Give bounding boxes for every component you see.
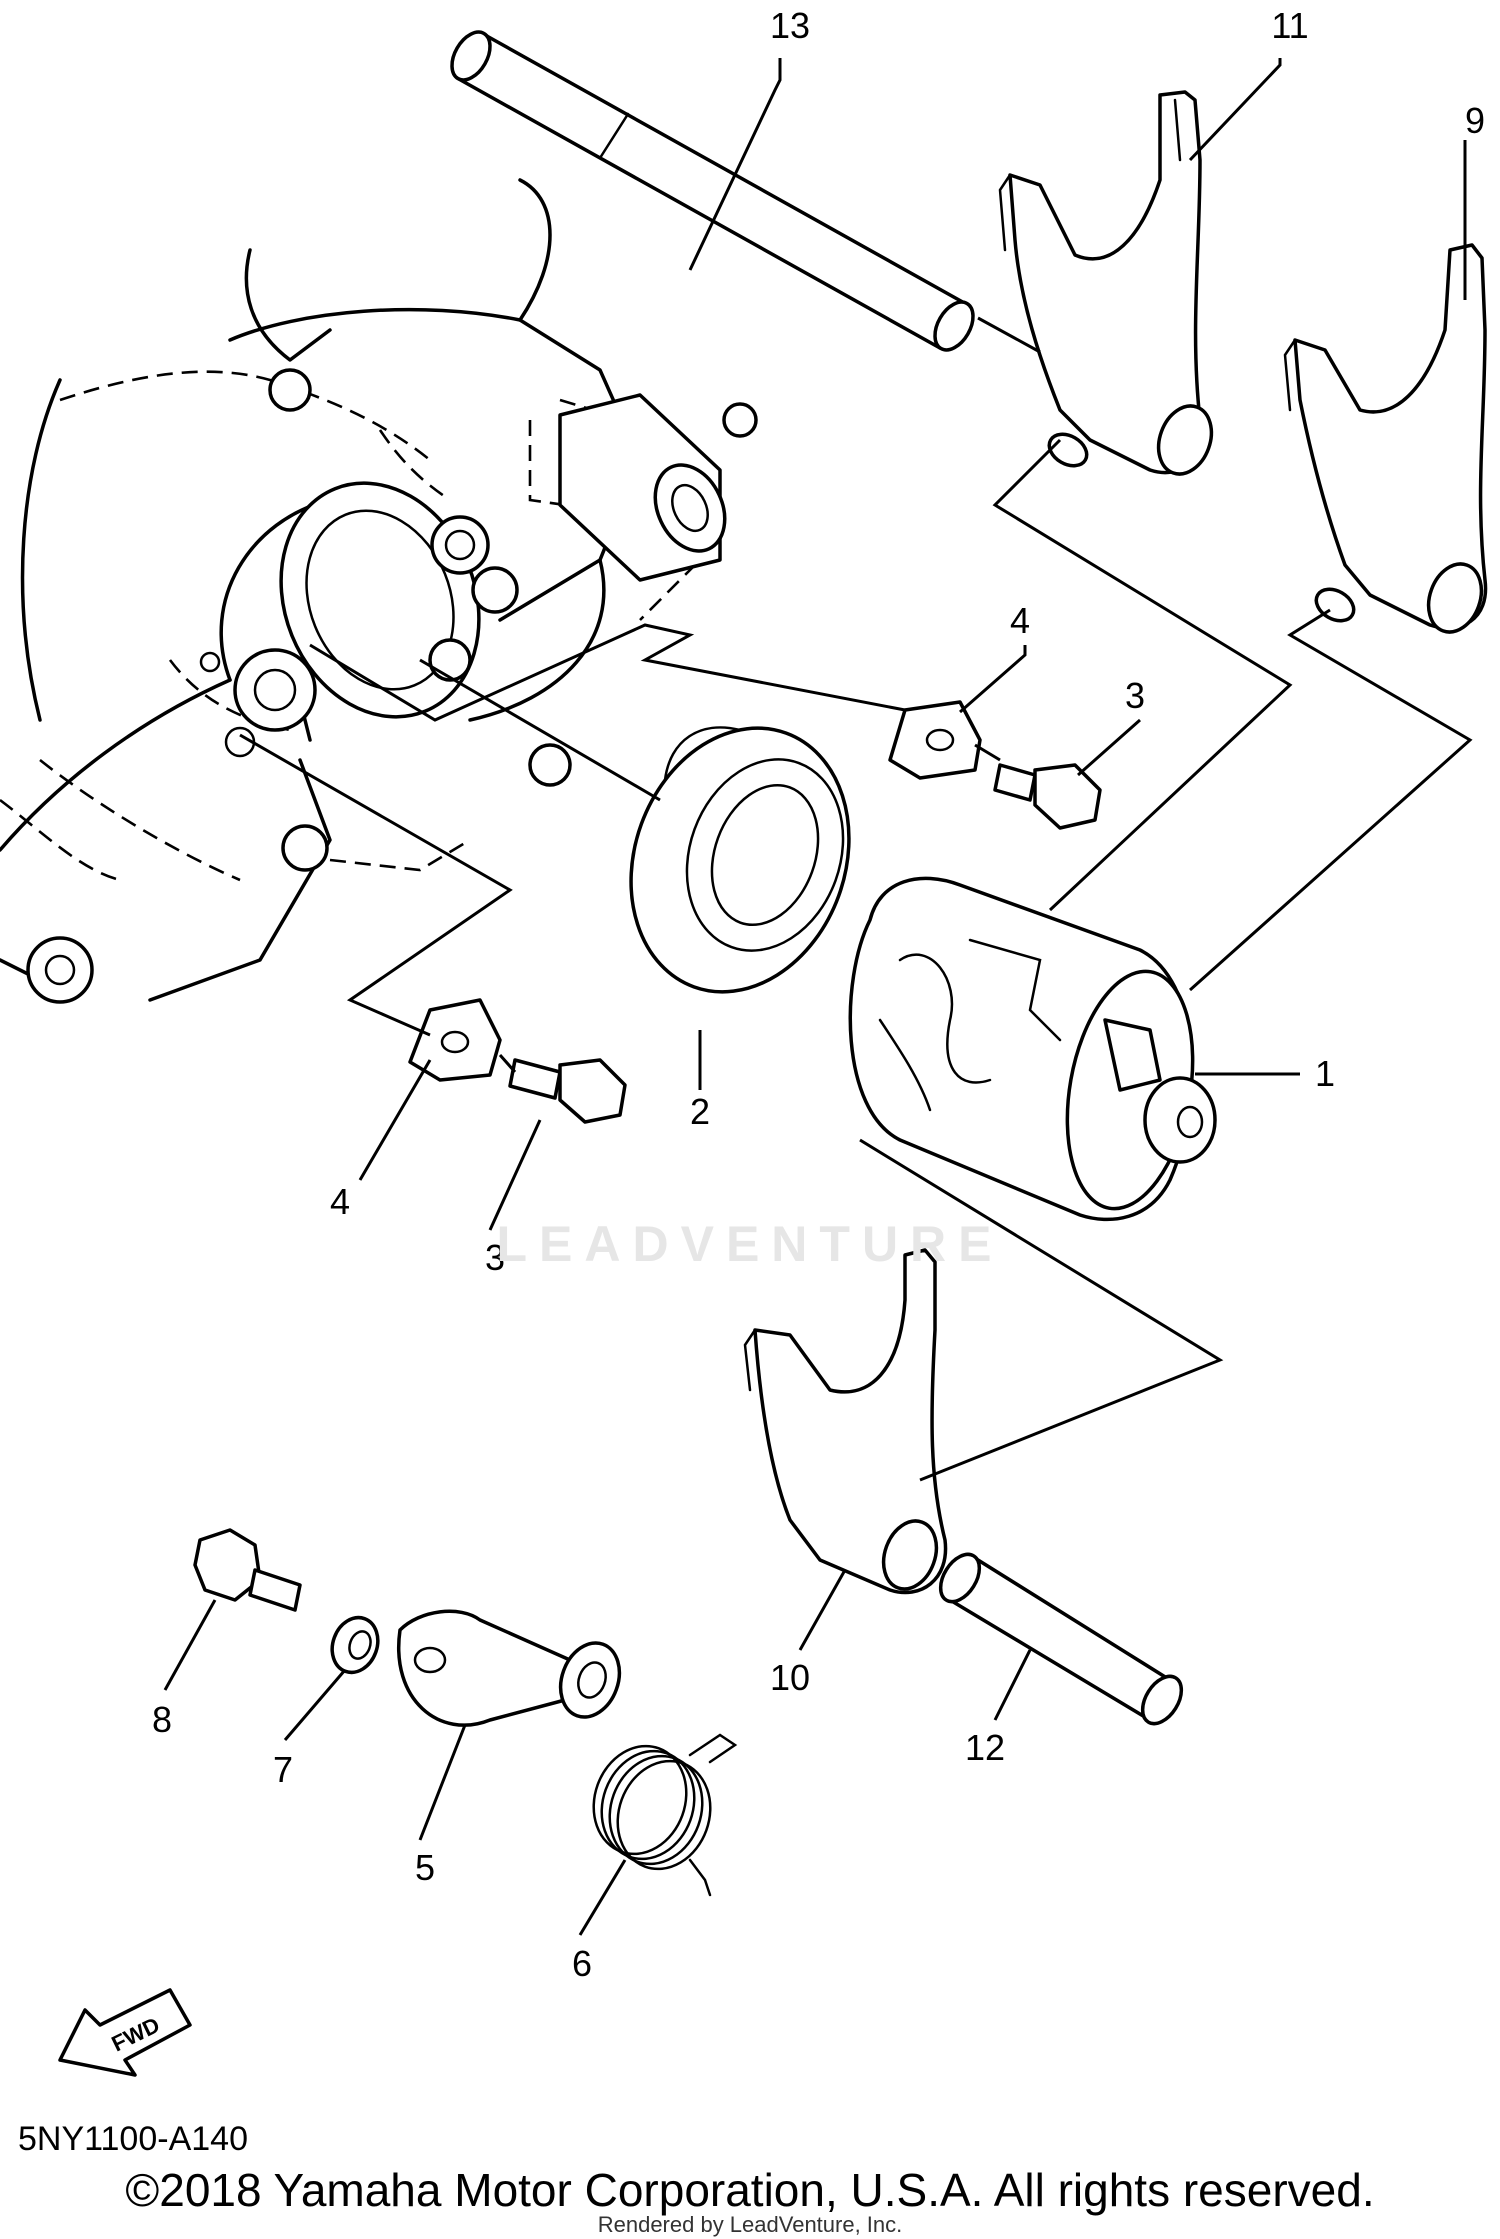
callout-3-lower: 3 [485,1237,505,1278]
forward-direction-arrow: FWD [58,1988,192,2077]
callout-5: 5 [415,1847,435,1888]
copyright-notice: ©2018 Yamaha Motor Corporation, U.S.A. A… [125,2164,1375,2216]
stopper-plate-upper [888,700,982,780]
callout-12: 12 [965,1727,1005,1768]
assembly-lines [239,316,1473,1482]
shift-fork-shaft [450,30,975,352]
callout-10: 10 [770,1657,810,1698]
shift-fork-right [1283,243,1488,634]
watermark-text: LEADVENTURE [496,1216,1004,1272]
shift-fork-upper [998,90,1214,476]
bolt-small [193,1528,302,1612]
callout-leaders [163,58,1467,1936]
bolt-upper [993,763,1102,830]
diagram-code: 5NY1100-A140 [18,2120,248,2158]
callout-9: 9 [1465,100,1485,141]
guide-shaft [938,1552,1184,1726]
callout-4-upper: 4 [1010,600,1030,641]
shift-drum [848,876,1217,1222]
bolt-lower [508,1058,627,1124]
rendered-by-credit: Rendered by LeadVenture, Inc. [597,2212,903,2237]
callout-2: 2 [690,1091,710,1132]
stopper-lever [397,1609,622,1727]
callout-13: 13 [770,5,810,46]
shift-fork-lower [743,1248,948,1595]
bearing [629,726,851,994]
callout-8: 8 [152,1699,172,1740]
torsion-spring [592,1733,738,1897]
stopper-plate-lower [408,998,502,1082]
callout-4-lower: 4 [330,1181,350,1222]
callout-11: 11 [1271,5,1308,46]
callout-3-upper: 3 [1125,675,1145,716]
callout-6: 6 [572,1943,592,1984]
collar [330,1615,380,1675]
callout-labels: 13 11 9 4 3 1 2 4 3 10 12 8 7 5 6 [152,5,1485,1984]
callout-1: 1 [1315,1053,1335,1094]
callout-7: 7 [273,1749,293,1790]
